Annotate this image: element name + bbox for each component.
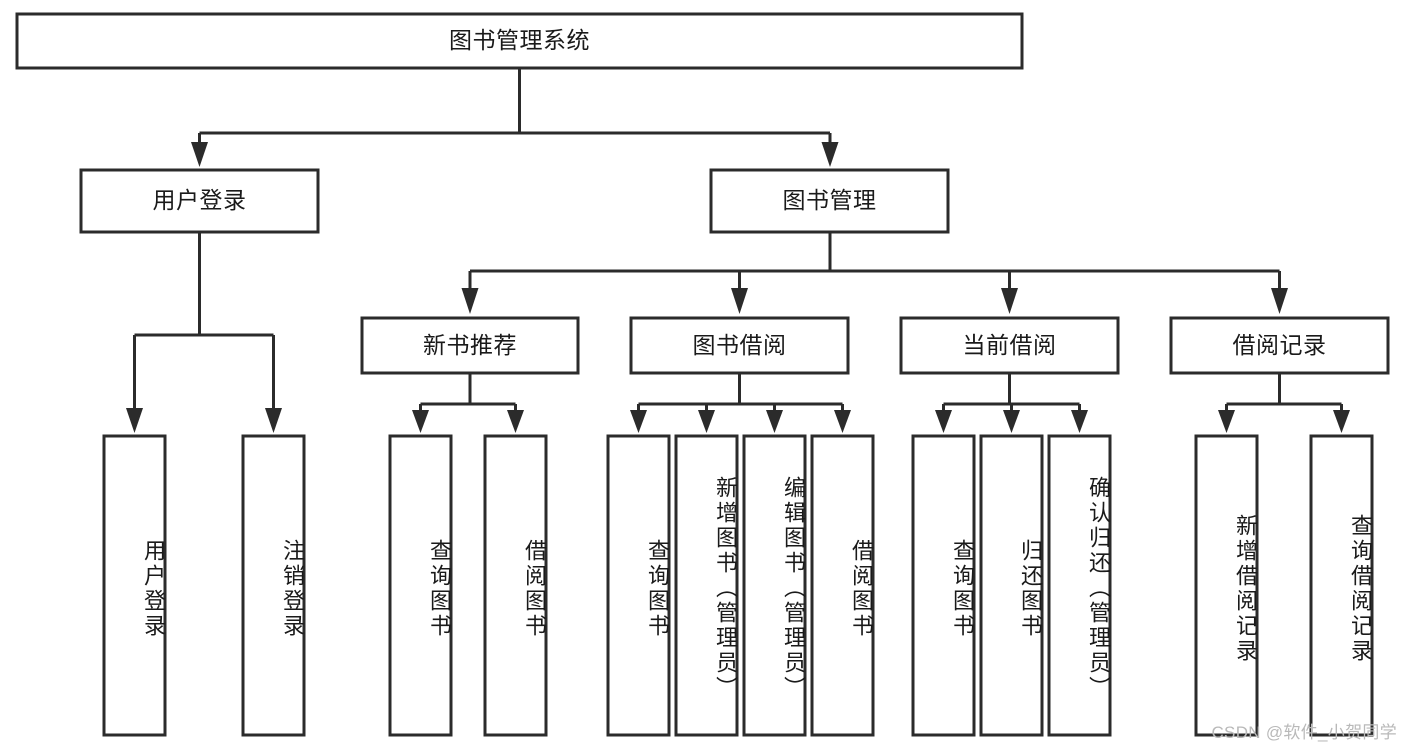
node-book-borrow[interactable]: [629, 316, 850, 375]
node-leaf-query-book-2[interactable]: [606, 434, 671, 737]
arrow-leaf-add-book: [698, 410, 715, 433]
arrow-leaf-return-book: [1003, 410, 1020, 433]
node-root[interactable]: [15, 12, 1024, 70]
node-leaf-query-book-3[interactable]: [911, 434, 976, 737]
edges-currentborrow-to-leaves: [935, 373, 1088, 433]
arrow-leaf-query-record: [1333, 410, 1350, 433]
arrow-newbook: [461, 288, 479, 314]
arrow-leaf-borrow-book-1: [507, 410, 524, 433]
node-leaf-borrow-book-1[interactable]: [483, 434, 548, 737]
node-leaf-add-book[interactable]: [674, 434, 739, 737]
arrow-book-manage: [821, 142, 839, 167]
edges-borrowrecord-to-leaves: [1218, 373, 1350, 433]
node-leaf-return-book[interactable]: [979, 434, 1044, 737]
arrow-leaf-logout: [265, 408, 282, 433]
node-leaf-confirm-return[interactable]: [1047, 434, 1112, 737]
node-leaf-logout[interactable]: [241, 434, 306, 737]
arrow-leaf-query-book-2: [630, 410, 647, 433]
node-leaf-user-login[interactable]: [102, 434, 167, 737]
arrow-leaf-query-book-1: [412, 410, 429, 433]
arrow-leaf-borrow-book-2: [834, 410, 851, 433]
arrow-user-login: [191, 142, 208, 167]
node-book-manage[interactable]: [709, 168, 950, 234]
arrow-currentborrow: [1001, 288, 1018, 314]
node-leaf-query-record[interactable]: [1309, 434, 1374, 737]
node-user-login[interactable]: [79, 168, 320, 234]
node-current-borrow[interactable]: [899, 316, 1120, 375]
edges-bookborrow-to-leaves: [630, 373, 851, 433]
arrow-leaf-user-login: [126, 408, 143, 433]
node-leaf-query-book-1[interactable]: [388, 434, 453, 737]
arrow-borrowrecord: [1271, 288, 1288, 314]
node-leaf-borrow-book-2[interactable]: [810, 434, 875, 737]
edges-userlogin-to-leaves: [126, 232, 282, 433]
node-leaf-edit-book[interactable]: [742, 434, 807, 737]
arrow-leaf-query-book-3: [935, 410, 952, 433]
arrow-bookborrow: [731, 288, 748, 314]
arrow-leaf-edit-book: [766, 410, 783, 433]
arrow-leaf-add-record: [1218, 410, 1235, 433]
edges-newbook-to-leaves: [412, 373, 524, 433]
arrow-leaf-confirm-return: [1071, 410, 1088, 433]
node-leaf-add-record[interactable]: [1194, 434, 1259, 737]
node-borrow-record[interactable]: [1169, 316, 1390, 375]
edges-bookmanage-to-level3: [461, 232, 1288, 314]
node-new-book-recommend[interactable]: [360, 316, 580, 375]
edges-root-to-level2: [191, 68, 839, 167]
